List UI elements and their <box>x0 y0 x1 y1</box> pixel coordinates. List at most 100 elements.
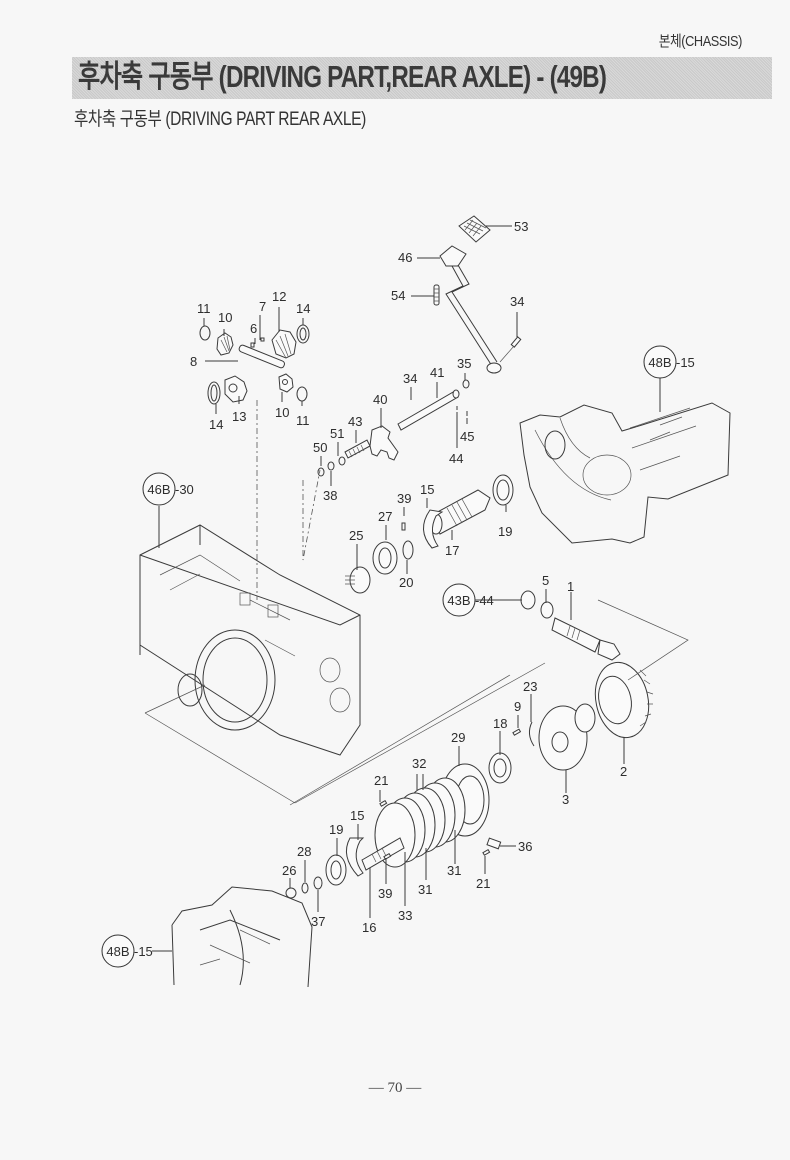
bolt-9 <box>512 728 522 736</box>
pedal-arm <box>439 245 502 374</box>
brake-pedal-pad <box>458 215 491 243</box>
transmission-case-46b <box>139 524 361 756</box>
reference-48b-15-bottom[interactable]: 48B -15 <box>101 934 153 968</box>
callout-20: 20 <box>399 575 413 590</box>
coupling-25 <box>345 566 371 594</box>
callout-50: 50 <box>313 440 327 455</box>
callout-5: 5 <box>542 573 549 588</box>
callout-39-top: 39 <box>397 491 411 506</box>
callout-19-bottom: 19 <box>329 822 343 837</box>
small-washers-26-28-37 <box>285 876 323 899</box>
callout-38: 38 <box>323 488 337 503</box>
bearing-19-bottom <box>325 854 347 886</box>
callout-7: 7 <box>259 299 266 314</box>
rear-axle-housing-48b-lower <box>171 886 313 988</box>
plate-15-bottom <box>345 837 365 877</box>
callout-3: 3 <box>562 792 569 807</box>
reference-46b-30[interactable]: 46B -30 <box>142 472 194 506</box>
callout-8: 8 <box>190 354 197 369</box>
callout-11-bottom: 11 <box>296 413 310 428</box>
brake-pack-dashed-frame <box>289 674 511 806</box>
callout-14-bottom: 14 <box>209 417 223 432</box>
callout-29: 29 <box>451 730 465 745</box>
callout-12: 12 <box>272 289 286 304</box>
callout-40: 40 <box>373 392 387 407</box>
callout-23: 23 <box>523 679 537 694</box>
callout-43: 43 <box>348 414 362 429</box>
reference-suffix: -15 <box>134 944 153 959</box>
assembly-axis-lines <box>256 400 321 600</box>
title-banner: 후차축 구동부 (DRIVING PART,REAR AXLE) - (49B) <box>72 57 772 99</box>
bearing-19-top <box>492 474 514 506</box>
callout-35: 35 <box>457 356 471 371</box>
callout-15-top: 15 <box>420 482 434 497</box>
reference-circle-label: 48B <box>648 355 671 370</box>
case-base-outline <box>144 662 546 804</box>
brake-discs-31-32 <box>374 777 466 868</box>
callout-9: 9 <box>514 699 521 714</box>
callout-1: 1 <box>567 579 574 594</box>
page-title: 후차축 구동부 (DRIVING PART,REAR AXLE) - (49B) <box>78 59 607 94</box>
callout-51: 51 <box>330 426 344 441</box>
page-number: — 70 — <box>368 1080 422 1096</box>
plate-15-top <box>401 509 444 549</box>
callout-labels: 53 46 54 34 11 10 7 12 14 6 8 14 13 10 1… <box>190 219 627 935</box>
reference-circle-label: 43B <box>447 593 470 608</box>
small-pins-34-44-45-35 <box>410 379 470 416</box>
callout-21-top: 21 <box>374 773 388 788</box>
callout-34-top: 34 <box>510 294 524 309</box>
pin-34-top <box>499 336 522 363</box>
callout-36: 36 <box>518 839 532 854</box>
callout-15-bottom: 15 <box>350 808 364 823</box>
differential-case-3 <box>538 703 596 771</box>
pinion-dashed-frame <box>597 599 689 681</box>
callout-19-top: 19 <box>498 524 512 539</box>
reference-suffix: -44 <box>475 593 494 608</box>
bearing-18 <box>488 752 512 784</box>
reference-suffix: -15 <box>676 355 695 370</box>
callout-26: 26 <box>282 863 296 878</box>
callout-16: 16 <box>362 920 376 935</box>
callout-31-left: 31 <box>418 882 432 897</box>
diagram-subtitle: 후차축 구동부 (DRIVING PART REAR AXLE) <box>74 109 366 130</box>
pedal-spring <box>433 284 440 306</box>
bearing-27 <box>372 541 398 575</box>
reference-circle-label: 48B <box>106 944 129 959</box>
reference-suffix: -30 <box>175 482 194 497</box>
callout-17: 17 <box>445 543 459 558</box>
callout-28: 28 <box>297 844 311 859</box>
bolts-21-39-36 <box>379 799 502 860</box>
section-label: 본체(CHASSIS) <box>658 33 743 50</box>
callout-44: 44 <box>449 451 463 466</box>
snap-ring-20 <box>402 540 414 560</box>
differential-pinion-set <box>199 324 310 405</box>
shift-rod-41 <box>397 389 460 431</box>
callout-54: 54 <box>391 288 405 303</box>
pinion-shaft-1 <box>551 617 621 661</box>
callout-53: 53 <box>514 219 528 234</box>
callout-10-bottom: 10 <box>275 405 289 420</box>
seal-and-bearing-5 <box>520 590 554 619</box>
callout-21-bottom: 21 <box>476 876 490 891</box>
reference-43b-44[interactable]: 43B -44 <box>442 583 494 617</box>
callout-18: 18 <box>493 716 507 731</box>
callout-27: 27 <box>378 509 392 524</box>
callout-32: 32 <box>412 756 426 771</box>
callout-13: 13 <box>232 409 246 424</box>
reference-48b-15-top[interactable]: 48B -15 <box>643 345 695 379</box>
callout-11-top: 11 <box>197 301 211 316</box>
lock-plate-23 <box>528 721 535 747</box>
axle-shaft-16 <box>361 837 405 871</box>
callout-41: 41 <box>430 365 444 380</box>
ring-gear-2 <box>594 661 654 739</box>
callout-2: 2 <box>620 764 627 779</box>
callout-14-top: 14 <box>296 301 310 316</box>
callout-39-bottom: 39 <box>378 886 392 901</box>
callout-6: 6 <box>250 321 257 336</box>
callout-33: 33 <box>398 908 412 923</box>
callout-37: 37 <box>311 914 325 929</box>
small-washers-50-51-38 <box>317 456 346 477</box>
callout-46: 46 <box>398 250 412 265</box>
callout-31-right: 31 <box>447 863 461 878</box>
